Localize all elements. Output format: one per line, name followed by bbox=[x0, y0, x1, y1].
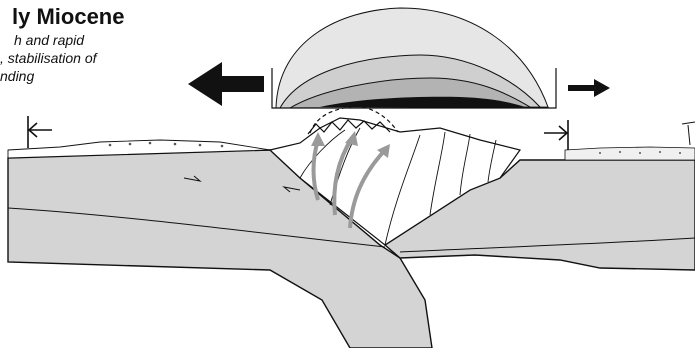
small-right-arrow-icon bbox=[568, 79, 610, 97]
large-left-arrow-icon bbox=[188, 62, 264, 106]
hammer-marker-icon bbox=[682, 122, 695, 145]
inset-dome-profile bbox=[272, 8, 556, 108]
right-basin-fill bbox=[565, 147, 695, 160]
left-bracket-arrow-icon bbox=[28, 116, 52, 148]
right-bracket-arrow-icon bbox=[544, 120, 568, 150]
